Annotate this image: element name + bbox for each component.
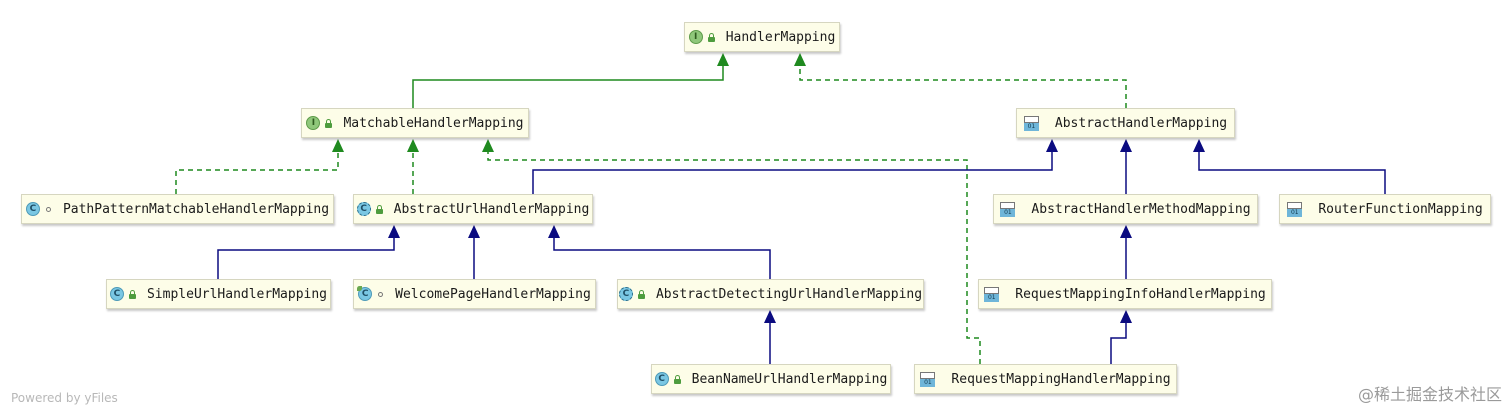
- node-label: PathPatternMatchableHandlerMapping: [62, 201, 330, 217]
- node-label: RequestMappingInfoHandlerMapping: [1015, 286, 1266, 302]
- arrowhead: [548, 225, 560, 238]
- class-icon: C: [654, 372, 669, 386]
- node-matchable-handler-mapping[interactable]: I MatchableHandlerMapping: [301, 108, 529, 138]
- node-path-pattern-matchable[interactable]: C PathPatternMatchableHandlerMapping: [21, 194, 334, 224]
- edge-simpleurl-to-abstracturl: [217, 236, 395, 279]
- package-private-icon: [376, 289, 385, 299]
- edge-requestmappinghandler-to-info: [1110, 321, 1127, 364]
- node-label: BeanNameUrlHandlerMapping: [691, 371, 888, 387]
- node-label: MatchableHandlerMapping: [343, 115, 524, 131]
- public-lock-icon: [128, 289, 137, 299]
- class-icon: C: [25, 202, 40, 216]
- class-icon: C: [109, 287, 124, 301]
- node-label: RequestMappingHandlerMapping: [951, 371, 1171, 387]
- node-abstract-handler-method-mapping[interactable]: 01 AbstractHandlerMethodMapping: [993, 194, 1258, 224]
- arrowhead: [717, 53, 729, 66]
- public-lock-icon: [324, 118, 333, 128]
- class-icon: 01: [1287, 201, 1303, 217]
- node-abstract-detecting-url-handler-mapping[interactable]: C AbstractDetectingUrlHandlerMapping: [617, 279, 924, 309]
- node-abstract-handler-mapping[interactable]: 01 AbstractHandlerMapping: [1016, 108, 1235, 138]
- node-label: WelcomePageHandlerMapping: [395, 286, 591, 302]
- node-request-mapping-info-handler-mapping[interactable]: 01 RequestMappingInfoHandlerMapping: [978, 279, 1272, 309]
- node-label: AbstractHandlerMethodMapping: [1031, 201, 1251, 217]
- abstract-class-icon: 01: [1023, 115, 1039, 131]
- node-router-function-mapping[interactable]: 01 RouterFunctionMapping: [1279, 194, 1491, 224]
- node-label: AbstractUrlHandlerMapping: [393, 201, 590, 217]
- node-simple-url-handler-mapping[interactable]: C SimpleUrlHandlerMapping: [106, 279, 331, 309]
- arrowhead: [764, 310, 776, 323]
- node-bean-name-url-handler-mapping[interactable]: C BeanNameUrlHandlerMapping: [651, 364, 891, 394]
- node-label: AbstractDetectingUrlHandlerMapping: [655, 286, 923, 302]
- abstract-class-icon: C: [356, 202, 371, 216]
- arrowhead: [1046, 139, 1058, 152]
- edge-matchable-to-handlermapping: [412, 64, 724, 108]
- node-welcome-page-handler-mapping[interactable]: C WelcomePageHandlerMapping: [353, 279, 596, 309]
- abstract-class-icon: C: [618, 287, 633, 301]
- arrowhead: [388, 225, 400, 238]
- powered-by-footer: Powered by yFiles: [11, 391, 118, 405]
- class-icon: C: [357, 286, 373, 301]
- arrowhead: [1120, 139, 1132, 152]
- watermark: @稀土掘金技术社区: [1357, 385, 1502, 404]
- arrowhead: [1120, 310, 1132, 323]
- arrowhead: [1120, 225, 1132, 238]
- package-private-icon: [44, 204, 53, 214]
- class-icon: 01: [920, 371, 936, 387]
- public-lock-icon: [707, 32, 716, 42]
- node-label: HandlerMapping: [725, 29, 836, 45]
- public-lock-icon: [637, 289, 646, 299]
- edge-pathpattern-to-matchable: [175, 150, 339, 194]
- node-label: RouterFunctionMapping: [1318, 201, 1483, 217]
- edge-routerfunction-to-abstracthm: [1198, 150, 1386, 194]
- edge-detecting-to-abstracturl: [553, 236, 771, 279]
- public-lock-icon: [375, 204, 384, 214]
- public-lock-icon: [673, 374, 682, 384]
- interface-icon: I: [688, 30, 703, 44]
- abstract-class-icon: 01: [984, 286, 1000, 302]
- arrowhead: [482, 139, 494, 152]
- arrowhead: [332, 139, 344, 152]
- arrowhead: [794, 53, 806, 66]
- node-handler-mapping[interactable]: I HandlerMapping: [684, 22, 840, 52]
- abstract-class-icon: 01: [1000, 201, 1016, 217]
- arrowhead: [1193, 139, 1205, 152]
- edge-abstracturl-to-abstracthm: [532, 150, 1053, 194]
- node-label: AbstractHandlerMapping: [1054, 115, 1228, 131]
- interface-icon: I: [306, 116, 321, 130]
- arrowhead: [468, 225, 480, 238]
- node-label: SimpleUrlHandlerMapping: [146, 286, 327, 302]
- edge-requestmappinghandler-to-matchable: [487, 150, 981, 364]
- node-request-mapping-handler-mapping[interactable]: 01 RequestMappingHandlerMapping: [914, 364, 1177, 394]
- arrowhead: [407, 139, 419, 152]
- node-abstract-url-handler-mapping[interactable]: C AbstractUrlHandlerMapping: [353, 194, 593, 224]
- edge-abstracthm-to-handlermapping: [799, 64, 1127, 108]
